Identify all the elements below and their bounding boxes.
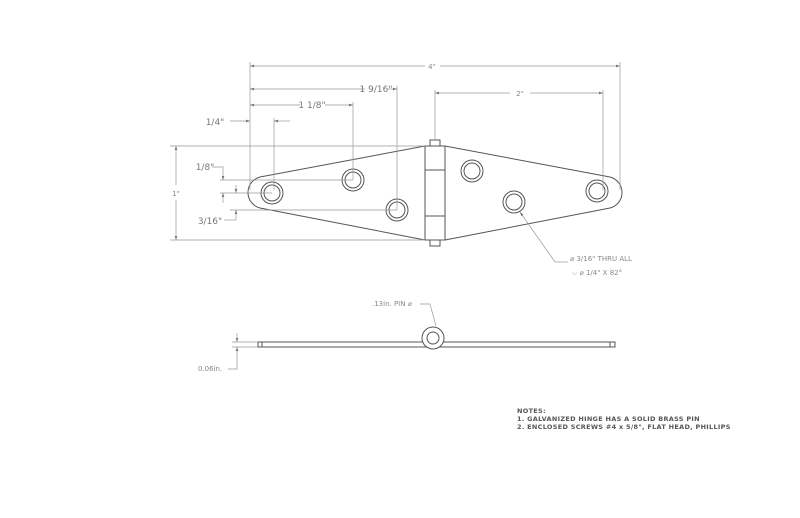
dim-far-hole: 1 9/16" bbox=[360, 85, 393, 95]
dim-hole-spacing: 2" bbox=[516, 90, 524, 98]
side-view bbox=[228, 303, 616, 370]
note-2: 2. ENCLOSED SCREWS #4 x 5/8", FLAT HEAD,… bbox=[517, 423, 731, 431]
dim-lower-offset: 3/16" bbox=[198, 217, 222, 227]
knuckle bbox=[424, 145, 446, 241]
pin-top bbox=[429, 139, 441, 147]
pin-bottom bbox=[429, 239, 441, 247]
left-leaf bbox=[247, 145, 426, 241]
notes-heading: NOTES: bbox=[517, 407, 546, 415]
dim-upper-offset: 1/8" bbox=[196, 163, 215, 173]
hole-callout-line2: ⌵ ⌀ 1/4" X 82° bbox=[572, 269, 622, 277]
dim-overall-length: 4" bbox=[428, 63, 436, 71]
note-1: 1. GALVANIZED HINGE HAS A SOLID BRASS PI… bbox=[517, 415, 700, 423]
right-leaf bbox=[444, 145, 623, 241]
hole-callout-line1: ⌀ 3/16" THRU ALL bbox=[570, 255, 632, 263]
notes: NOTES: 1. GALVANIZED HINGE HAS A SOLID B… bbox=[517, 407, 731, 431]
pin-diameter-label: .13in. PIN ⌀ bbox=[372, 300, 412, 308]
dimension-lines bbox=[174, 64, 620, 263]
dim-edge-hole: 1/4" bbox=[206, 118, 225, 128]
dim-height: 1" bbox=[172, 190, 180, 198]
extension-lines bbox=[170, 62, 621, 241]
top-view bbox=[247, 139, 623, 247]
screw-holes bbox=[260, 159, 609, 222]
dim-mid-hole: 1 1/8" bbox=[298, 101, 325, 111]
thickness-label: 0.06in. bbox=[198, 365, 222, 373]
